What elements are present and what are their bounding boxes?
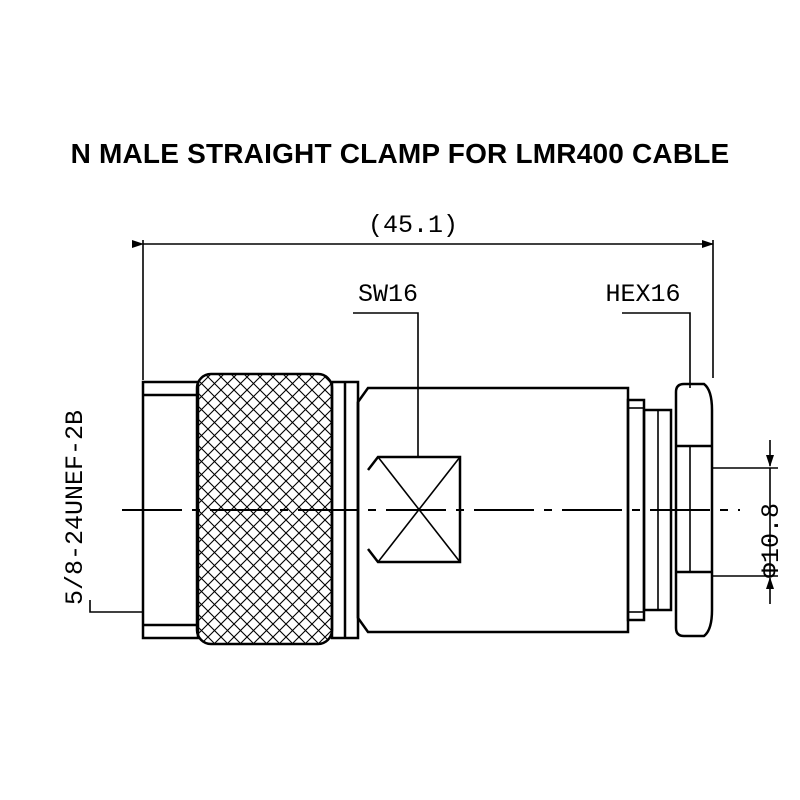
thread-label: 5/8-24UNEF-2B <box>61 410 90 605</box>
hex-label: HEX16 <box>605 280 680 309</box>
length-label: (45.1) <box>368 211 458 240</box>
length-dimension: (45.1) <box>132 211 714 380</box>
thread-dimension: 5/8-24UNEF-2B <box>61 410 143 613</box>
drawing-title: N MALE STRAIGHT CLAMP FOR LMR400 CABLE <box>70 138 730 169</box>
diameter-label: Φ10.8 <box>757 503 786 578</box>
hex-nut <box>674 382 714 638</box>
sw-leader: SW16 <box>353 280 419 457</box>
sw-label: SW16 <box>358 280 418 309</box>
cable-diameter-dimension: Φ10.8 <box>712 440 786 604</box>
hex-leader: HEX16 <box>605 280 691 388</box>
